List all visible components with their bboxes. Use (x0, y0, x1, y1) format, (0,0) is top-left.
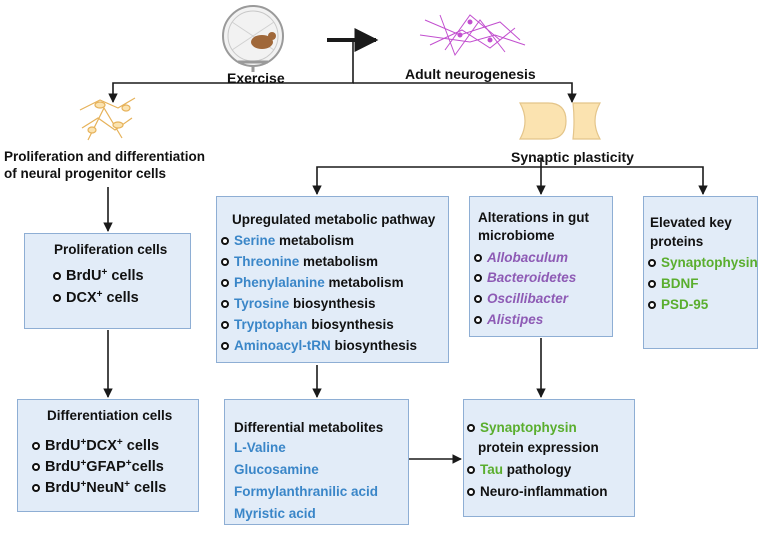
box-title: Differentiation cells (47, 408, 173, 423)
box-title-line1: Alterations in gut (478, 210, 589, 225)
list-item: Aminoacyl-tRN biosynthesis (221, 338, 417, 353)
neuron-network-icon (419, 14, 526, 57)
differentiation-cells-box: Differentiation cells BrdU+DCX+ cells Br… (17, 399, 199, 512)
bullet-icon (221, 299, 229, 308)
list-item: BrdU+GFAP+cells (32, 458, 164, 475)
gut-microbiome-box: Alterations in gut microbiome Allobaculu… (469, 196, 613, 337)
differential-metabolites-box: Differential metabolites L-Valine Glucos… (224, 399, 409, 525)
bullet-icon (467, 465, 475, 474)
list-item: Synaptophysin (467, 420, 577, 435)
list-item: Tryptophan biosynthesis (221, 317, 394, 332)
bullet-icon (32, 442, 40, 450)
bullet-icon (32, 463, 40, 471)
list-item: Allobaculum (474, 250, 568, 265)
list-item: Oscillibacter (474, 291, 568, 306)
connector-lines (103, 28, 708, 464)
bullet-icon (474, 253, 482, 262)
list-item: BrdU+DCX+ cells (32, 437, 159, 454)
bullet-icon (648, 258, 656, 267)
bullet-icon (221, 278, 229, 287)
bullet-icon (32, 484, 40, 492)
list-item: Glucosamine (234, 462, 319, 477)
synaptic-plasticity-label: Synaptic plasticity (511, 149, 634, 165)
list-item: Tau pathology (467, 462, 571, 477)
list-item: Serine metabolism (221, 233, 354, 248)
exercise-label: Exercise (227, 70, 285, 86)
proliferation-heading-line1: Proliferation and differentiation (4, 149, 206, 164)
bullet-icon (221, 320, 229, 329)
box-title: Proliferation cells (54, 242, 168, 257)
bullet-icon (53, 294, 61, 302)
list-item: Phenylalanine metabolism (221, 275, 404, 290)
outcome-box: Synaptophysin protein expression Tau pat… (463, 399, 635, 517)
list-item: BrdU+NeuN+ cells (32, 479, 166, 496)
adult-neurogenesis-label: Adult neurogenesis (405, 66, 536, 82)
list-item: BDNF (648, 276, 699, 291)
bullet-icon (221, 236, 229, 245)
list-item: Synaptophysin (648, 255, 758, 270)
bullet-icon (467, 423, 475, 432)
proliferation-cells-box: Proliferation cells BrdU+ cells DCX+ cel… (24, 233, 191, 329)
list-item: Bacteroidetes (474, 270, 576, 285)
list-item: Formylanthranilic acid (234, 484, 379, 499)
synapse-icon (518, 102, 602, 140)
metabolic-pathway-box: Upregulated metabolic pathway Serine met… (216, 196, 449, 363)
proliferation-heading-line2: of neural progenitor cells (4, 166, 167, 181)
box-title-line2: microbiome (478, 228, 555, 243)
list-item: BrdU+ cells (53, 267, 144, 284)
bullet-icon (648, 279, 656, 288)
running-wheel-mouse-icon (222, 5, 284, 72)
list-item: Threonine metabolism (221, 254, 378, 269)
bullet-icon (467, 487, 475, 496)
box-title-line2: proteins (650, 234, 704, 249)
list-item: DCX+ cells (53, 289, 139, 306)
list-item: Alistipes (474, 312, 543, 327)
bullet-icon (221, 341, 229, 350)
box-title: Upregulated metabolic pathway (232, 212, 436, 227)
bullet-icon (474, 294, 482, 303)
list-item: Neuro-inflammation (467, 484, 608, 499)
bullet-icon (474, 273, 482, 282)
key-proteins-box: Elevated key proteins Synaptophysin BDNF… (643, 196, 758, 349)
bullet-icon (53, 272, 61, 280)
list-item-continuation: protein expression (478, 440, 599, 455)
bullet-icon (648, 300, 656, 309)
list-item: Myristic acid (234, 506, 316, 521)
list-item: L-Valine (234, 440, 286, 455)
box-title: Differential metabolites (234, 420, 384, 435)
list-item: Tyrosine biosynthesis (221, 296, 376, 311)
neural-progenitor-cells-icon (79, 97, 136, 141)
box-title-line1: Elevated key (650, 215, 732, 230)
bullet-icon (221, 257, 229, 266)
bullet-icon (474, 315, 482, 324)
list-item: PSD-95 (648, 297, 708, 312)
